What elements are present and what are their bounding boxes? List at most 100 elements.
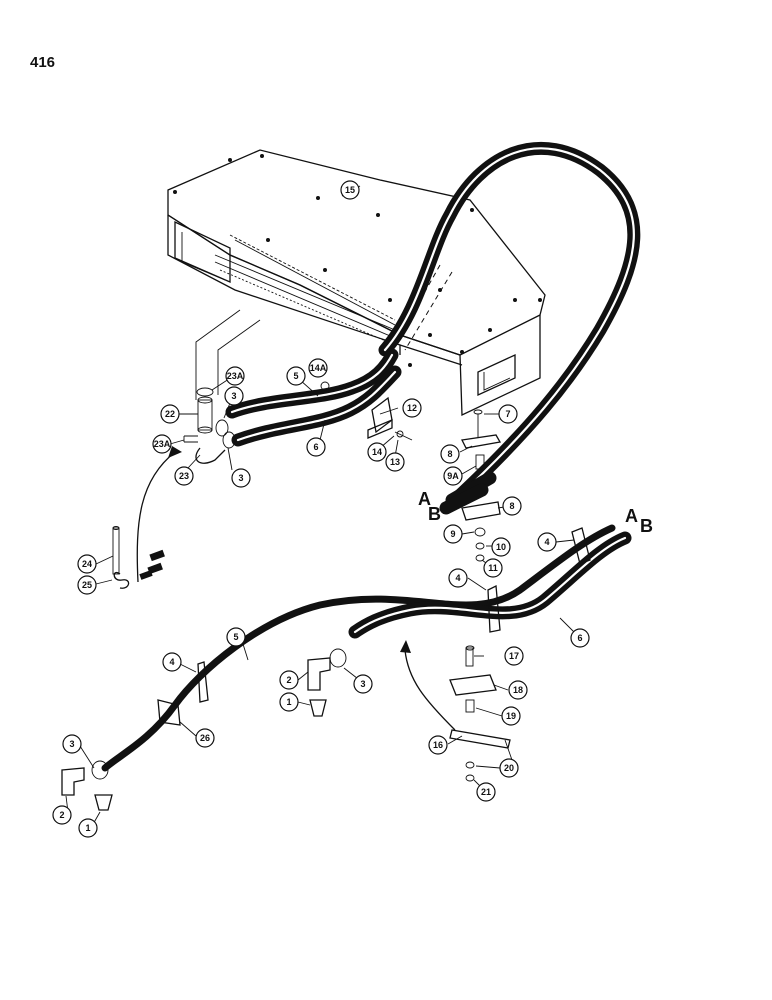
- svg-text:1: 1: [286, 697, 291, 707]
- callout-12: 12: [402, 398, 422, 418]
- hose-clips: [197, 527, 591, 703]
- svg-text:24: 24: [82, 559, 92, 569]
- svg-text:26: 26: [200, 733, 210, 743]
- callout-10: 10: [491, 537, 511, 557]
- svg-text:17: 17: [509, 651, 519, 661]
- svg-text:1: 1: [85, 823, 90, 833]
- drain-rod-assembly: [112, 526, 165, 589]
- upper-hose-5: [225, 348, 399, 419]
- callout-16: 16: [428, 735, 448, 755]
- callout-18: 18: [508, 680, 528, 700]
- svg-text:23: 23: [179, 471, 189, 481]
- callout-2-mid: 2: [279, 670, 299, 690]
- svg-text:11: 11: [488, 563, 498, 573]
- svg-text:3: 3: [69, 739, 74, 749]
- svg-text:2: 2: [59, 810, 64, 820]
- callout-20: 20: [499, 758, 519, 778]
- svg-text:7: 7: [505, 409, 510, 419]
- callout-17: 17: [504, 646, 524, 666]
- callout-19: 19: [501, 706, 521, 726]
- lower-hose-5: [101, 524, 616, 772]
- callout-4-left: 4: [162, 652, 182, 672]
- elbow-fitting-bottom: [61, 760, 113, 811]
- svg-text:2: 2: [286, 675, 291, 685]
- callout-23: 23: [174, 466, 194, 486]
- callout-4-mid: 4: [448, 568, 468, 588]
- clip-12-assembly: [320, 381, 413, 441]
- svg-text:5: 5: [233, 632, 238, 642]
- svg-text:5: 5: [293, 371, 298, 381]
- callout-22: 22: [160, 404, 180, 424]
- callout-6-right: 6: [570, 628, 590, 648]
- callout-11: 11: [483, 558, 503, 578]
- svg-text:10: 10: [496, 542, 506, 552]
- arrowhead-lower: [400, 640, 411, 653]
- callout-5-top: 5: [286, 366, 306, 386]
- svg-text:14: 14: [372, 447, 382, 457]
- callout-21: 21: [476, 782, 496, 802]
- svg-text:6: 6: [313, 442, 318, 452]
- callout-26: 26: [195, 728, 215, 748]
- callout-3-lower: 3: [353, 674, 373, 694]
- svg-text:16: 16: [433, 740, 443, 750]
- callout-4-right: 4: [537, 532, 557, 552]
- callout-24: 24: [77, 554, 97, 574]
- svg-text:9A: 9A: [447, 471, 459, 481]
- callout-5-bottom: 5: [226, 627, 246, 647]
- clamp-stack-upper: [461, 409, 502, 562]
- end-label-a-lower: A: [625, 506, 638, 526]
- svg-text:23A: 23A: [154, 439, 171, 449]
- arrow-upper: [136, 451, 176, 583]
- valve-fitting-cluster: [183, 387, 236, 464]
- page-number: 416: [30, 54, 56, 71]
- callout-3-mid: 3: [231, 468, 251, 488]
- callout-14: 14: [367, 442, 387, 462]
- svg-text:22: 22: [165, 409, 175, 419]
- svg-text:19: 19: [506, 711, 516, 721]
- callout-7: 7: [498, 404, 518, 424]
- arrowhead-upper: [168, 446, 182, 458]
- lower-hose-6: [348, 531, 632, 639]
- svg-text:14A: 14A: [310, 363, 327, 373]
- callout-2-bottom: 2: [52, 805, 72, 825]
- callout-23a-top: 23A: [225, 366, 245, 386]
- heater-box: [167, 149, 546, 417]
- callout-6-top: 6: [306, 437, 326, 457]
- end-label-a-upper: A: [418, 489, 431, 509]
- upper-hose-ends: [439, 471, 497, 515]
- end-label-b-upper: B: [428, 504, 441, 524]
- svg-text:4: 4: [455, 573, 460, 583]
- callout-23a-bottom: 23A: [152, 434, 172, 454]
- callout-3-top: 3: [224, 386, 244, 406]
- svg-text:3: 3: [360, 679, 365, 689]
- callout-13: 13: [385, 452, 405, 472]
- callout-9: 9: [443, 524, 463, 544]
- svg-text:15: 15: [345, 185, 355, 195]
- svg-text:3: 3: [231, 391, 236, 401]
- svg-text:20: 20: [504, 763, 514, 773]
- upper-hose-6: [231, 365, 402, 447]
- svg-text:6: 6: [577, 633, 582, 643]
- svg-text:12: 12: [407, 403, 417, 413]
- callout-14a: 14A: [308, 358, 328, 378]
- arrow-lower: [404, 649, 456, 731]
- callout-25: 25: [77, 575, 97, 595]
- callout-1-bottom: 1: [78, 818, 98, 838]
- elbow-fitting-mid: [307, 648, 347, 717]
- bracket-26: [157, 699, 181, 726]
- svg-text:9: 9: [450, 529, 455, 539]
- callout-1-mid: 1: [279, 692, 299, 712]
- svg-text:4: 4: [544, 537, 549, 547]
- callout-8-bottom: 8: [502, 496, 522, 516]
- callout-9a: 9A: [443, 466, 463, 486]
- clamp-stack-lower: [449, 645, 513, 782]
- svg-text:8: 8: [447, 449, 452, 459]
- svg-text:3: 3: [238, 473, 243, 483]
- callout-3-bottom: 3: [62, 734, 82, 754]
- svg-text:13: 13: [390, 457, 400, 467]
- svg-text:23A: 23A: [227, 371, 244, 381]
- callout-8-top: 8: [440, 444, 460, 464]
- svg-text:8: 8: [509, 501, 514, 511]
- svg-text:18: 18: [513, 685, 523, 695]
